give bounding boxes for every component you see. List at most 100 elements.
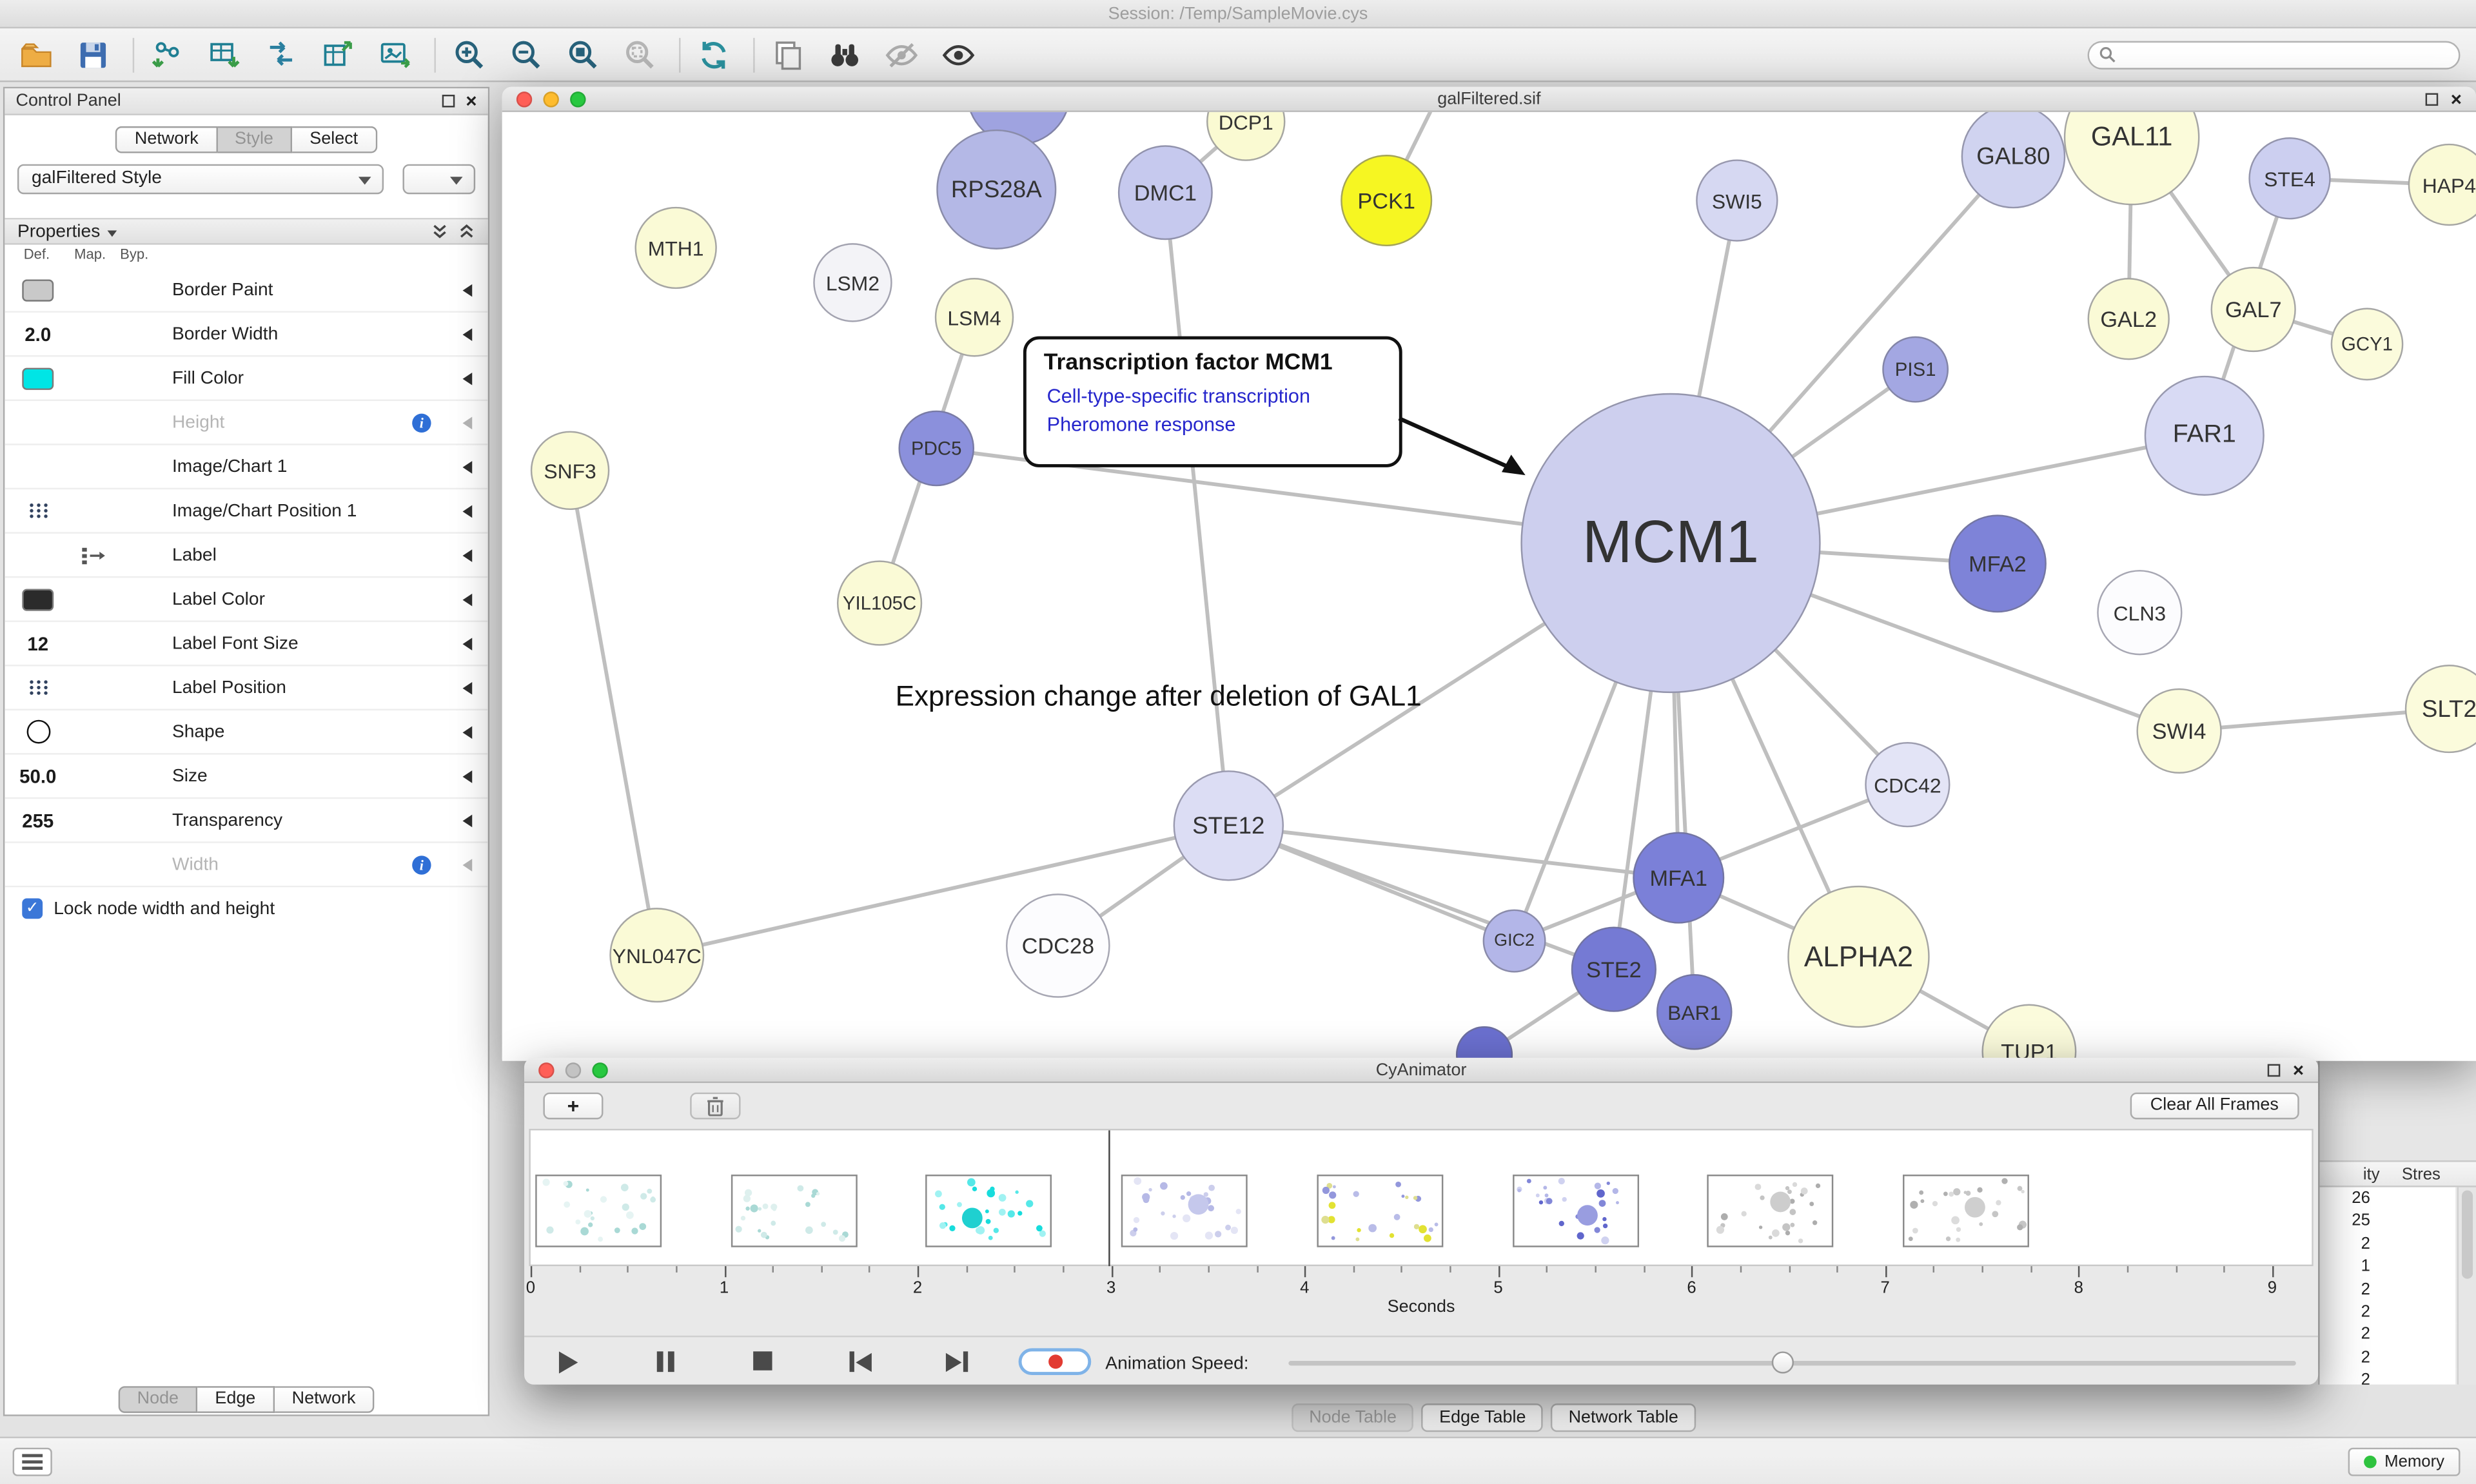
expand-row-arrow-icon[interactable] (462, 593, 473, 607)
property-row-shape[interactable]: Shape (5, 710, 488, 755)
minimize-window-icon[interactable] (565, 1062, 582, 1079)
property-row-image-chart-1[interactable]: Image/Chart 1 (5, 445, 488, 490)
network-node-mcm1[interactable]: MCM1 (1520, 393, 1821, 694)
frame-thumbnail-1[interactable] (731, 1175, 858, 1247)
property-row-label-position[interactable]: Label Position (5, 666, 488, 711)
show-all-button[interactable] (938, 34, 979, 75)
network-canvas[interactable]: Transcription factor MCM1 Cell-type-spec… (502, 112, 2476, 1060)
properties-header[interactable]: Properties (5, 217, 488, 245)
record-button[interactable] (1018, 1348, 1092, 1376)
network-node-cdc28[interactable]: CDC28 (1006, 893, 1110, 998)
table-row[interactable]: 2 (2320, 1300, 2457, 1324)
add-frame-button[interactable]: + (543, 1092, 604, 1120)
timeline-playhead[interactable] (1108, 1130, 1110, 1267)
network-node-gal80[interactable]: GAL80 (1961, 112, 2066, 209)
network-node-lsm2[interactable]: LSM2 (813, 243, 892, 322)
expand-all-icon[interactable] (458, 222, 475, 240)
network-node-lsm4[interactable]: LSM4 (934, 278, 1014, 357)
network-node-mfa2[interactable]: MFA2 (1949, 514, 2047, 613)
memory-button[interactable]: Memory (2348, 1447, 2461, 1476)
table-row[interactable]: 25 (2320, 1209, 2457, 1233)
mapping-cell[interactable] (71, 545, 115, 564)
network-node-swi4[interactable]: SWI4 (2136, 688, 2222, 774)
tab-node-table[interactable]: Node Table (1292, 1403, 1414, 1432)
network-node-slt2[interactable]: SLT2 (2404, 665, 2476, 754)
info-icon[interactable]: i (412, 855, 431, 875)
network-node-ste2[interactable]: STE2 (1571, 926, 1656, 1012)
network-node-swi5[interactable]: SWI5 (1696, 159, 1778, 242)
go-to-end-button[interactable] (945, 1351, 968, 1372)
default-value-cell[interactable] (5, 719, 71, 744)
frames-strip[interactable] (529, 1129, 2314, 1267)
close-panel-icon[interactable]: × (466, 90, 477, 112)
tab-node[interactable]: Node (118, 1386, 198, 1413)
frame-thumbnail-7[interactable] (1902, 1175, 2029, 1247)
go-to-start-button[interactable] (849, 1351, 872, 1372)
minimize-window-icon[interactable] (543, 92, 559, 108)
close-view-icon[interactable]: × (2450, 88, 2462, 111)
table-row[interactable]: 2 (2320, 1346, 2457, 1369)
hide-selected-button[interactable] (881, 34, 923, 75)
table-row[interactable]: 2 (2320, 1369, 2457, 1385)
network-node-snf3[interactable]: SNF3 (530, 431, 610, 511)
import-network-button[interactable] (147, 34, 188, 75)
property-row-label-color[interactable]: Label Color (5, 578, 488, 622)
network-node-ste12[interactable]: STE12 (1173, 770, 1284, 881)
tab-edge-table[interactable]: Edge Table (1422, 1403, 1544, 1432)
close-window-icon[interactable] (516, 92, 533, 108)
default-value-cell[interactable]: 12 (27, 632, 49, 655)
annotation-link-2[interactable]: Pheromone response (1046, 413, 1236, 436)
property-row-label[interactable]: Label (5, 534, 488, 578)
table-row[interactable]: 2 (2320, 1233, 2457, 1256)
animation-speed-slider[interactable] (1288, 1351, 2296, 1374)
network-window-titlebar[interactable]: galFiltered.sif × (502, 86, 2476, 112)
style-dropdown[interactable]: galFiltered Style (17, 164, 384, 195)
tab-edge[interactable]: Edge (197, 1386, 275, 1413)
float-window-icon[interactable] (2267, 1064, 2281, 1077)
column-header-centrality[interactable]: ity (2363, 1165, 2380, 1184)
expand-row-arrow-icon[interactable] (462, 284, 473, 297)
import-table-button[interactable] (204, 34, 245, 75)
table-row[interactable]: 2 (2320, 1278, 2457, 1301)
zoom-in-button[interactable] (449, 34, 490, 75)
tab-network[interactable]: Network (274, 1386, 375, 1413)
default-value-cell[interactable]: 255 (22, 809, 54, 832)
export-image-button[interactable] (374, 34, 415, 75)
property-row-fill-color[interactable]: Fill Color (5, 356, 488, 402)
table-row[interactable]: 1 (2320, 1255, 2457, 1278)
zoom-fit-button[interactable] (562, 34, 604, 75)
zoom-selected-button[interactable] (619, 34, 660, 75)
annotation-link-1[interactable]: Cell-type-specific transcription (1046, 385, 1311, 407)
default-value-cell[interactable] (5, 502, 71, 520)
results-table-scrollbar[interactable] (2461, 1190, 2473, 1279)
frame-thumbnail-5[interactable] (1511, 1175, 1638, 1247)
delete-frame-button[interactable] (690, 1092, 741, 1120)
network-node-gcy1[interactable]: GCY1 (2330, 308, 2404, 381)
network-node-far1[interactable]: FAR1 (2144, 375, 2265, 496)
network-node-pck1[interactable]: PCK1 (1341, 155, 1433, 247)
frame-thumbnail-2[interactable] (926, 1175, 1052, 1247)
cyanimator-titlebar[interactable]: CyAnimator × (524, 1057, 2319, 1084)
network-node-gal7[interactable]: GAL7 (2210, 266, 2296, 353)
network-node-gal2[interactable]: GAL2 (2087, 278, 2170, 360)
expand-row-arrow-icon[interactable] (462, 328, 473, 341)
maximize-window-icon[interactable] (570, 92, 586, 108)
expand-row-arrow-icon[interactable] (462, 505, 473, 518)
network-node-ste4[interactable]: STE4 (2248, 137, 2331, 220)
save-session-button[interactable] (73, 34, 114, 75)
frame-thumbnail-0[interactable] (535, 1175, 662, 1247)
style-options-button[interactable] (402, 164, 476, 195)
network-node-rps28a[interactable]: RPS28A (936, 129, 1057, 249)
search-box[interactable] (2087, 40, 2461, 69)
annotation-box[interactable]: Transcription factor MCM1 Cell-type-spec… (1023, 336, 1402, 467)
default-value-cell[interactable] (5, 278, 71, 301)
expand-row-arrow-icon[interactable] (462, 549, 473, 562)
zoom-out-button[interactable] (506, 34, 547, 75)
float-window-icon[interactable] (2425, 93, 2439, 106)
